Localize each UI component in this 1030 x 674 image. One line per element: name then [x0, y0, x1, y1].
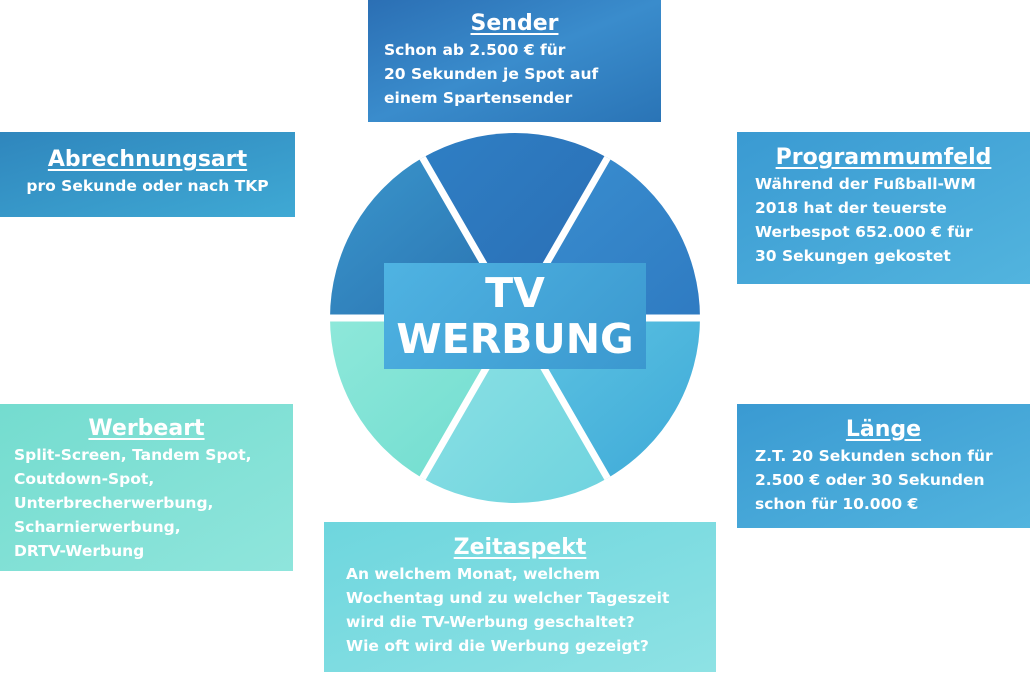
werbeart-line-1: Split-Screen, Tandem Spot, [14, 446, 252, 464]
laenge-title: Länge [845, 417, 922, 442]
programmumfeld-line-4: 30 Sekungen gekostet [755, 247, 951, 265]
zeitaspekt-line-3: wird die TV-Werbung geschaltet? [346, 613, 635, 631]
abrechnungsart-box: Abrechnungsart pro Sekunde oder nach TKP [0, 132, 295, 217]
werbeart-box: Werbeart Split-Screen, Tandem Spot, Cout… [0, 404, 293, 571]
center-line2: WERBUNG [396, 315, 634, 363]
zeitaspekt-box: Zeitaspekt An welchem Monat, welchem Woc… [324, 522, 716, 672]
center-label: TV WERBUNG [384, 263, 646, 369]
abrechnungsart-line-1: pro Sekunde oder nach TKP [26, 177, 269, 195]
laenge-line-3: schon für 10.000 € [755, 495, 919, 513]
zeitaspekt-box-bg [324, 522, 716, 672]
sender-line-2: 20 Sekunden je Spot auf [384, 65, 599, 83]
programmumfeld-title: Programmumfeld [775, 145, 992, 170]
wheel-segments [330, 133, 700, 503]
center-line1: TV [485, 269, 545, 317]
werbeart-title: Werbeart [88, 416, 205, 441]
abrechnungsart-title: Abrechnungsart [47, 147, 248, 172]
zeitaspekt-title: Zeitaspekt [453, 535, 587, 560]
abrechnungsart-box-bg [0, 132, 295, 217]
laenge-box-bg [737, 404, 1030, 528]
werbeart-line-3: Unterbrecherwerbung, [14, 494, 214, 512]
programmumfeld-box-bg [737, 132, 1030, 284]
zeitaspekt-line-1: An welchem Monat, welchem [346, 565, 601, 583]
laenge-box: Länge Z.T. 20 Sekunden schon für 2.500 €… [737, 404, 1030, 528]
programmumfeld-box: Programmumfeld Während der Fußball-WM 20… [737, 132, 1030, 284]
segment-top [422, 133, 608, 318]
programmumfeld-line-3: Werbespot 652.000 € für [755, 223, 973, 241]
werbeart-line-4: Scharnierwerbung, [14, 518, 181, 536]
programmumfeld-line-2: 2018 hat der teuerste [755, 199, 947, 217]
werbeart-box-bg [0, 404, 293, 571]
zeitaspekt-line-2: Wochentag und zu welcher Tageszeit [346, 589, 670, 607]
sender-line-3: einem Spartensender [384, 89, 573, 107]
zeitaspekt-line-4: Wie oft wird die Werbung gezeigt? [346, 637, 649, 655]
sender-box: Sender Schon ab 2.500 € für 20 Sekunden … [368, 0, 661, 122]
werbeart-line-2: Coutdown-Spot, [14, 470, 155, 488]
laenge-line-2: 2.500 € oder 30 Sekunden [755, 471, 985, 489]
segment-bottom [422, 318, 608, 503]
sender-line-1: Schon ab 2.500 € für [384, 41, 566, 59]
werbeart-line-5: DRTV-Werbung [14, 542, 145, 560]
sender-title: Sender [470, 11, 559, 36]
laenge-line-1: Z.T. 20 Sekunden schon für [755, 447, 993, 465]
programmumfeld-line-1: Während der Fußball-WM [755, 175, 976, 193]
sender-box-bg [368, 0, 661, 122]
